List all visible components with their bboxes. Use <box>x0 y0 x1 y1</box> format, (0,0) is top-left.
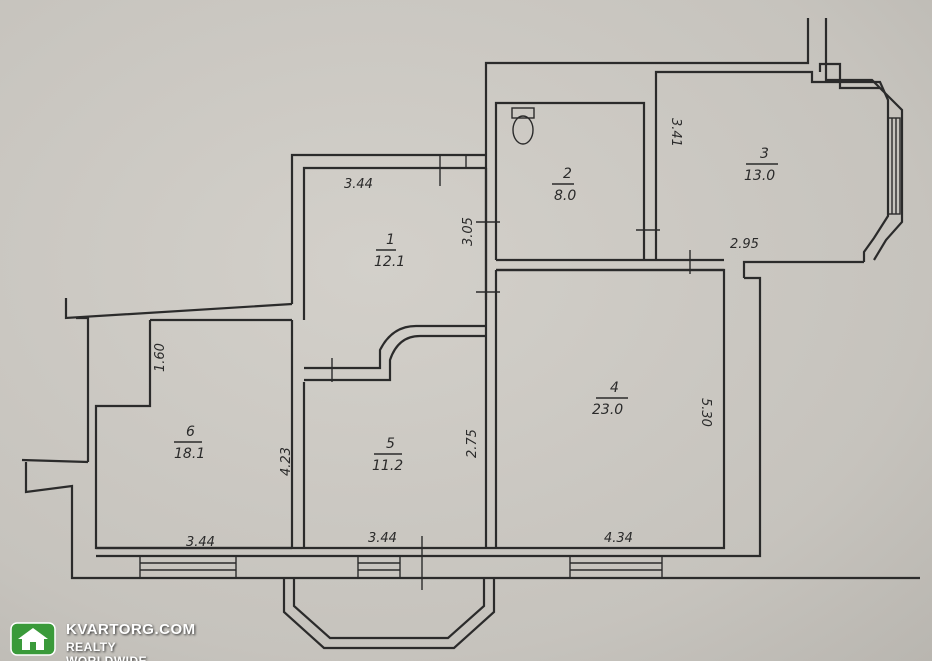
room-area: 8.0 <box>554 188 576 204</box>
dimension-labels: 3.44 3.05 3.41 2.95 5.30 4.34 3.44 3.44 … <box>153 118 759 550</box>
dimension-label: 4.34 <box>604 531 633 546</box>
room-area: 13.0 <box>744 168 775 184</box>
room-number: 4 <box>610 380 619 396</box>
outer-walls <box>21 18 920 580</box>
room-labels: 1 12.1 2 8.0 3 13.0 4 23.0 5 11.2 6 18.1 <box>174 146 778 474</box>
balcony <box>282 578 496 650</box>
room-area: 11.2 <box>372 458 403 474</box>
room-number: 2 <box>563 166 572 182</box>
house-icon <box>10 622 56 656</box>
dimension-label: 1.60 <box>153 343 168 372</box>
dimension-label: 4.23 <box>279 447 294 476</box>
room-area: 12.1 <box>374 254 405 270</box>
room-number: 6 <box>186 424 195 440</box>
room-number: 3 <box>760 146 769 162</box>
room-area: 18.1 <box>174 446 205 462</box>
dimension-label: 5.30 <box>698 398 713 427</box>
dimension-label: 3.41 <box>668 118 683 147</box>
room-number: 1 <box>386 232 395 248</box>
watermark-tagline: REALTY WORLDWIDE <box>66 640 148 661</box>
dimension-label: 2.95 <box>730 237 759 252</box>
dimension-label: 3.44 <box>186 535 215 550</box>
toilet-icon <box>511 107 535 145</box>
windows <box>139 555 663 579</box>
room-area: 23.0 <box>592 402 623 418</box>
dimension-label: 2.75 <box>465 429 480 458</box>
dimension-label: 3.44 <box>368 531 397 546</box>
watermark-logo: KVARTORG.COM REALTY WORLDWIDE <box>8 619 198 661</box>
dimension-label: 3.05 <box>461 217 476 246</box>
interior-walls <box>290 168 724 590</box>
dimension-label: 3.44 <box>344 177 373 192</box>
room-number: 5 <box>386 436 395 452</box>
watermark-brand: KVARTORG.COM <box>66 621 196 638</box>
